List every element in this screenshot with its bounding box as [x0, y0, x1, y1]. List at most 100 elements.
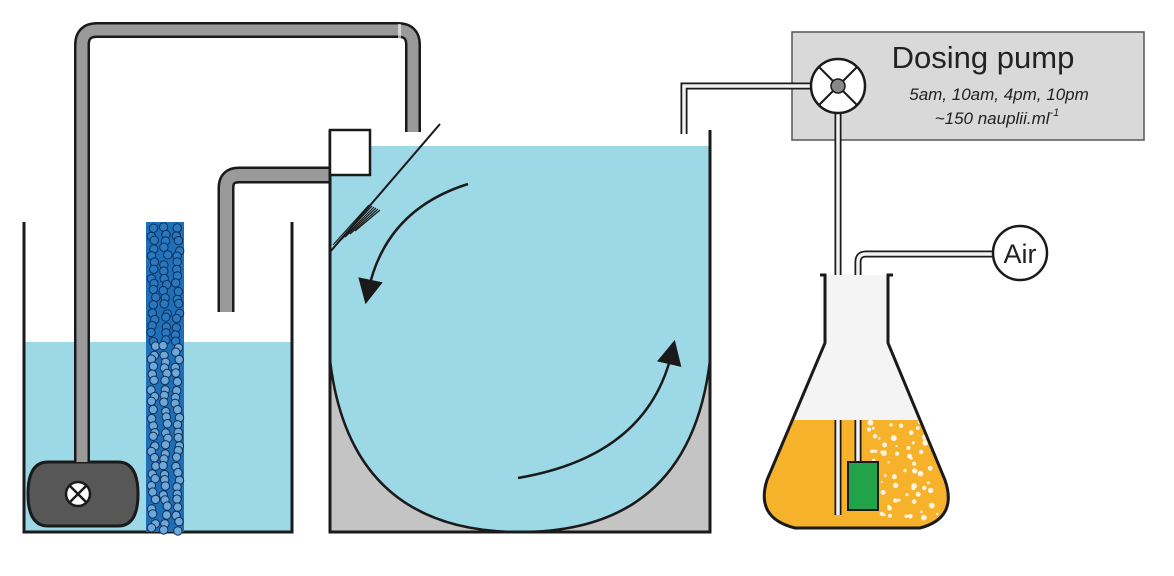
air-bubble — [917, 470, 924, 477]
media-bead — [171, 278, 181, 288]
air-supply: Air — [854, 224, 1049, 462]
media-bead — [149, 375, 159, 385]
media-bead — [172, 377, 183, 387]
air-bubbles-icon — [867, 419, 939, 521]
dosing-pump-title: Dosing pump — [892, 40, 1075, 75]
air-bubble — [912, 461, 917, 466]
air-bubble — [882, 442, 888, 448]
air-bubble — [911, 483, 917, 489]
air-bubble — [872, 434, 878, 439]
air-bubble — [891, 474, 897, 480]
media-bead — [173, 286, 184, 297]
air-bubble — [871, 426, 875, 430]
dosing-pump-schedule: 5am, 10am, 4pm, 10pm — [909, 85, 1089, 104]
air-bubble — [919, 449, 924, 455]
media-bead — [148, 223, 159, 233]
media-bead — [171, 452, 182, 462]
media-bead — [146, 327, 156, 338]
media-bead — [173, 235, 184, 246]
media-bead — [162, 419, 173, 429]
media-bead — [150, 474, 160, 484]
air-bubble — [928, 502, 935, 509]
media-bead — [158, 340, 168, 351]
air-bubble — [908, 514, 913, 519]
flow-arrow-icon — [358, 182, 469, 305]
air-bubble — [927, 465, 933, 471]
air-bubble — [898, 423, 904, 428]
air-bubble — [908, 430, 914, 436]
air-bubble — [880, 489, 886, 495]
screen-mesh — [332, 204, 381, 246]
media-bead — [148, 284, 159, 295]
return-pipe — [74, 22, 421, 462]
media-bead — [146, 523, 157, 533]
air-bubble — [926, 481, 930, 485]
media-bead — [173, 502, 183, 512]
heater — [847, 461, 879, 511]
air-bubble — [911, 441, 915, 445]
air-bubble — [880, 481, 883, 484]
air-bubble — [887, 505, 892, 511]
air-bubble — [879, 511, 884, 516]
air-bubble — [915, 491, 921, 497]
air-bubble — [922, 439, 929, 446]
air-bubble — [878, 437, 881, 440]
media-bead — [160, 375, 170, 386]
air-bubble — [906, 445, 911, 450]
air-bubble — [887, 461, 890, 464]
media-bead — [173, 467, 183, 478]
media-bead — [148, 404, 158, 415]
media-bead — [146, 396, 157, 406]
air-bubble — [888, 513, 892, 518]
media-bead — [148, 431, 158, 441]
air-bubble — [895, 445, 898, 448]
media-bead — [148, 300, 159, 310]
air-source-circle — [991, 224, 1049, 282]
air-bubble — [904, 514, 909, 518]
air-bubble — [920, 510, 923, 514]
air-bubble — [905, 493, 909, 497]
media-bead — [172, 494, 182, 504]
air-bubble — [893, 498, 898, 503]
air-bubble — [880, 450, 884, 454]
air-bubble — [922, 485, 927, 491]
media-bead — [150, 494, 161, 505]
media-bead — [149, 235, 160, 246]
air-bubble — [921, 514, 927, 521]
media-bead — [149, 453, 160, 463]
air-bubble — [912, 468, 918, 474]
air-bubble — [867, 427, 872, 432]
dosing-pump-density: ~150 nauplii.ml-1 — [935, 107, 1060, 128]
air-bubble — [889, 423, 893, 427]
air-bubble — [890, 435, 897, 442]
media-bead — [148, 509, 158, 519]
main-culture-tank — [328, 123, 712, 534]
media-bead — [158, 460, 168, 471]
media-bead — [159, 242, 169, 252]
air-bubble — [928, 487, 934, 494]
submersible-pump-icon — [26, 460, 140, 528]
media-bead — [159, 397, 169, 407]
tank-bottom-insert — [330, 360, 710, 532]
air-bubble — [874, 449, 878, 453]
media-bead — [174, 516, 184, 527]
air-bubble — [915, 426, 920, 430]
air-bubble — [911, 499, 917, 504]
air-bubble — [897, 498, 901, 502]
sump-tank — [22, 222, 294, 536]
media-bead — [174, 354, 184, 365]
air-bubble — [907, 453, 912, 459]
overflow-box — [328, 128, 372, 177]
dosing-pump-rotor-icon — [809, 57, 867, 115]
media-bead — [172, 223, 182, 233]
overflow-pipe — [217, 166, 332, 312]
media-bead — [171, 368, 181, 378]
media-bead — [161, 312, 171, 322]
media-bead — [162, 510, 172, 520]
media-bead — [148, 361, 159, 371]
media-bead — [149, 264, 159, 274]
flask-outline — [762, 273, 950, 530]
media-bead — [162, 501, 173, 511]
media-filter-column — [146, 222, 185, 536]
